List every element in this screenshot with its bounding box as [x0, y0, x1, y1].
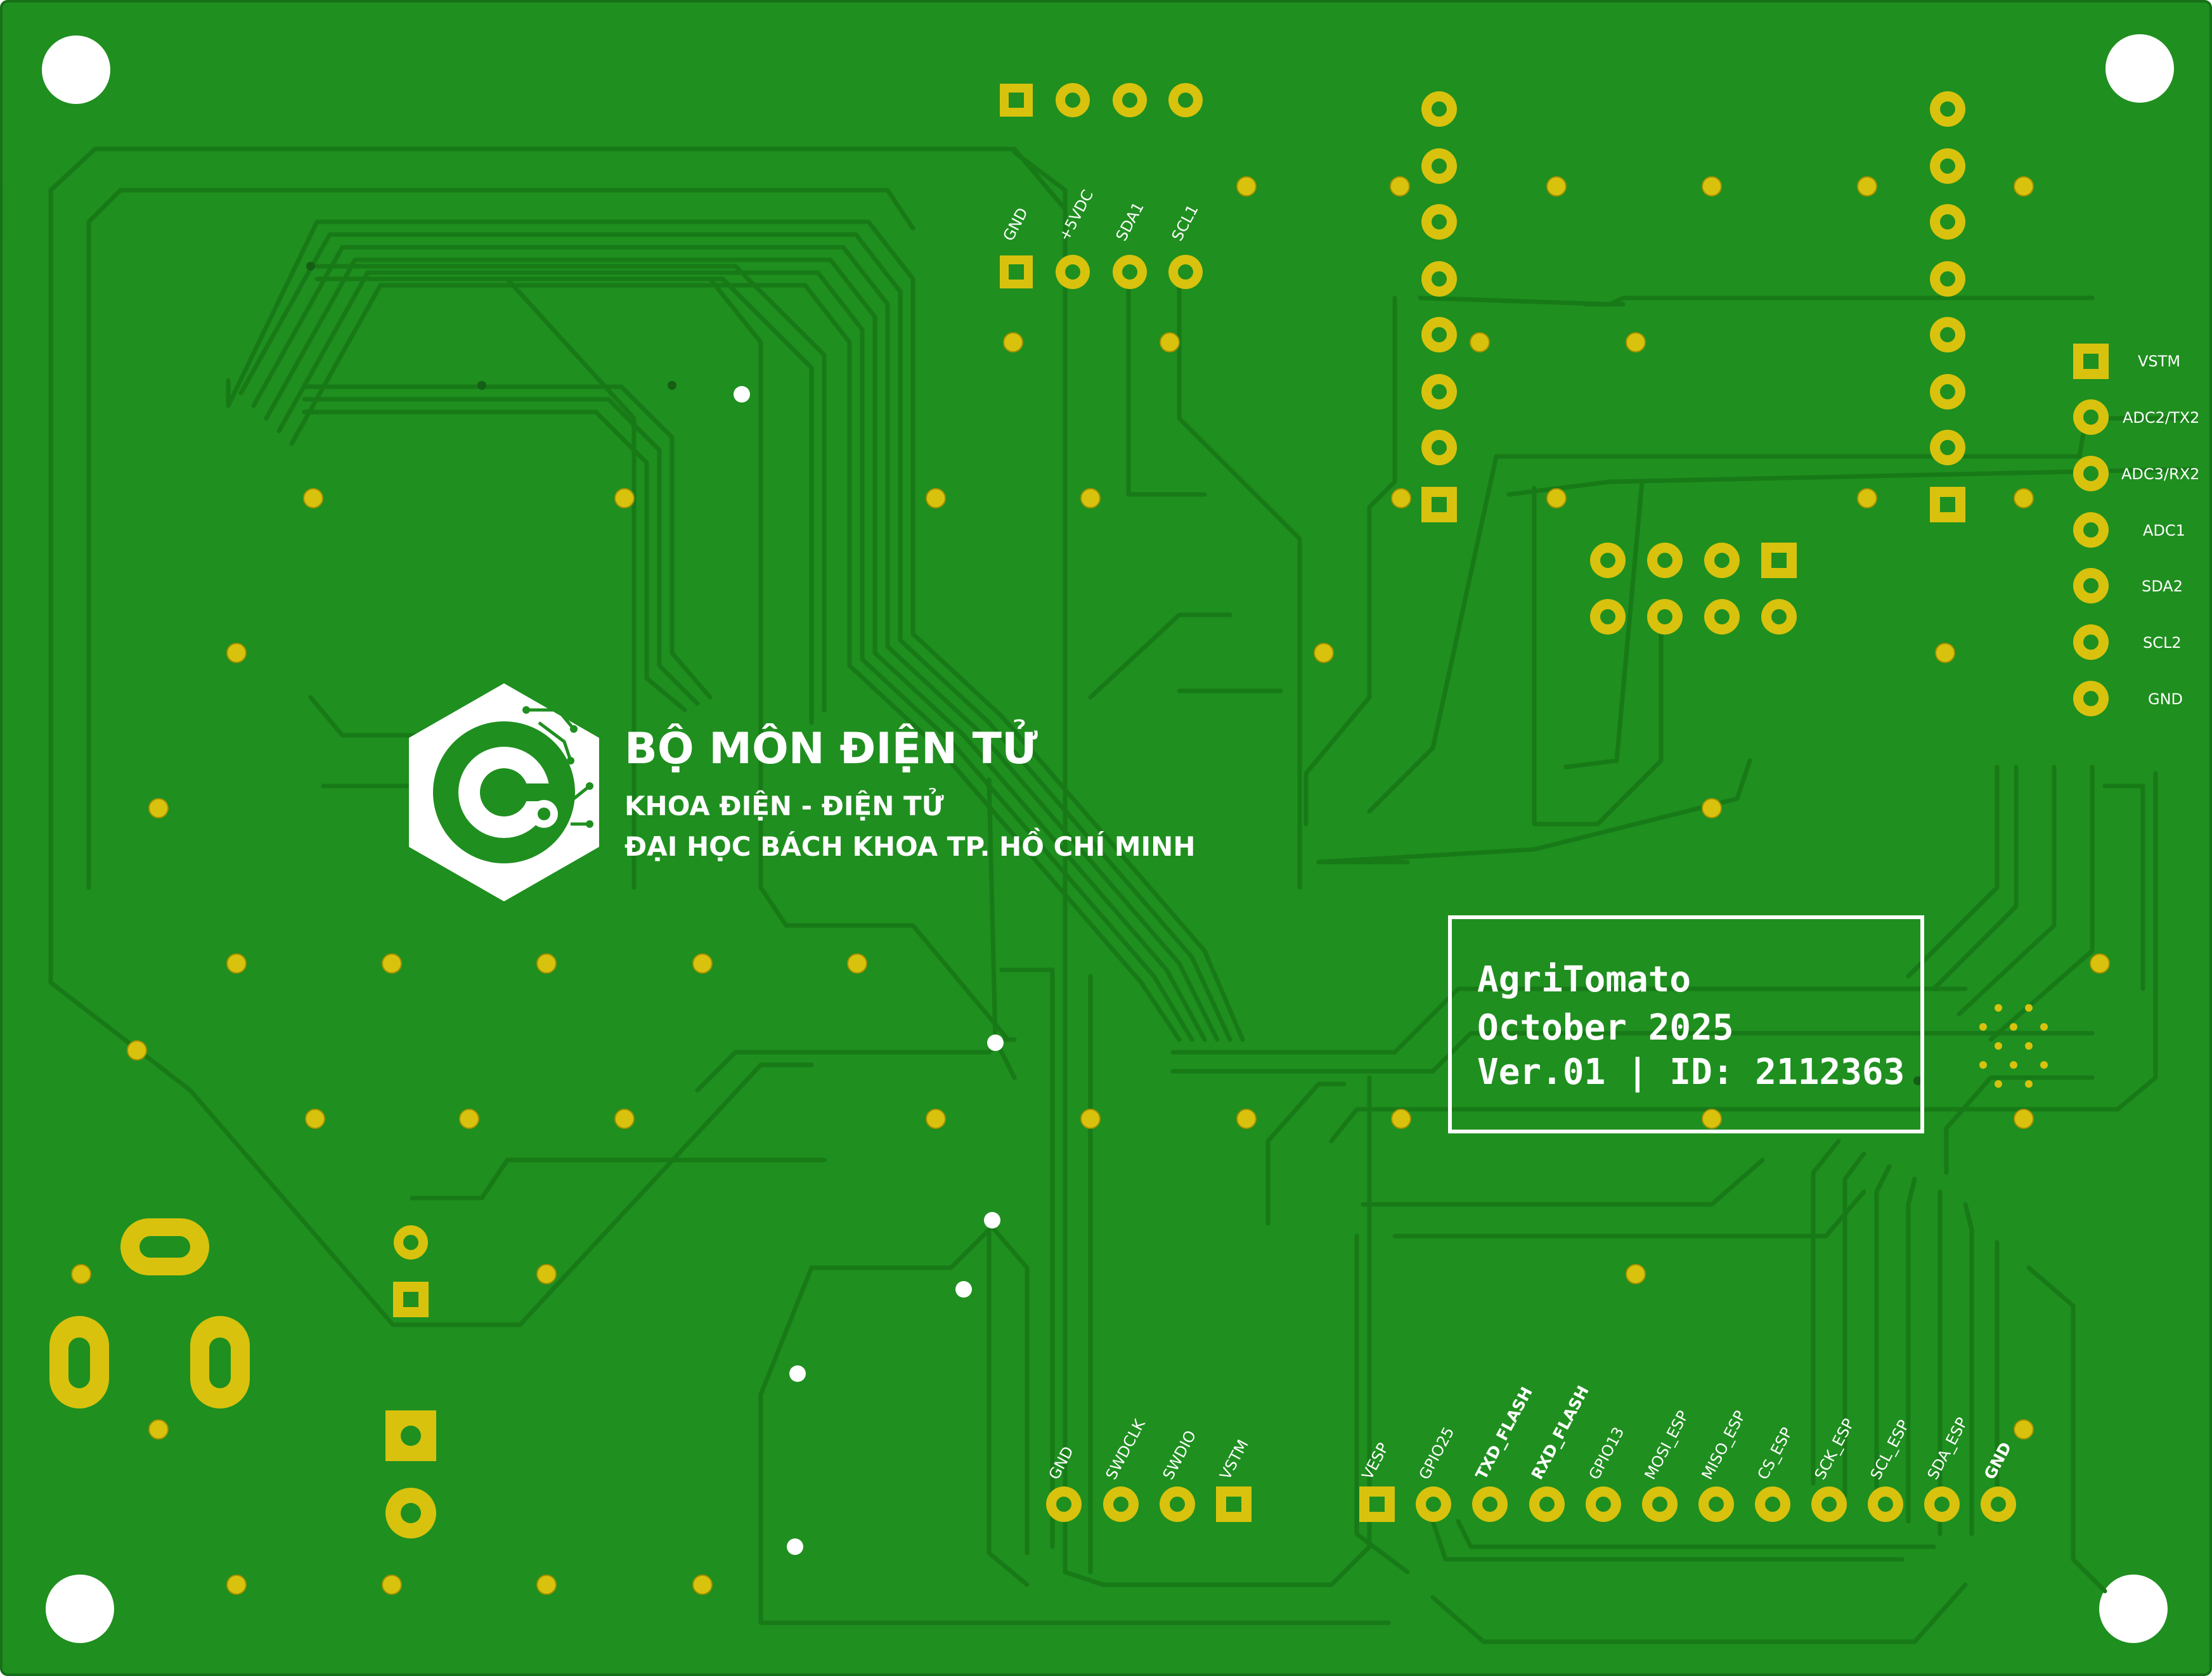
right-label-sda2: SDA2 — [2142, 577, 2183, 595]
copper-traces — [48, 146, 2196, 1644]
info-version: Ver.01 | ID: 2112363 — [1477, 1052, 1905, 1093]
university-logo-icon — [409, 683, 599, 901]
right-label-scl2: SCL2 — [2143, 634, 2182, 652]
info-project: AgriTomato — [1477, 959, 1691, 1000]
right-label-vstm: VSTM — [2138, 352, 2180, 370]
logo-line2: KHOA ĐIỆN - ĐIỆN TỬ — [624, 787, 944, 822]
connector-2pin-small — [393, 1225, 429, 1317]
info-box: AgriTomato October 2025 Ver.01 | ID: 211… — [1448, 915, 1924, 1133]
via-array — [1979, 1004, 2048, 1088]
logo-line3: ĐẠI HỌC BÁCH KHOA TP. HỒ CHÍ MINH — [624, 827, 1195, 862]
module-header-right — [1930, 91, 1965, 522]
white-vias — [734, 386, 1004, 1555]
connector-2pin-large — [385, 1410, 436, 1538]
right-label-adc2: ADC2/TX2 — [2123, 409, 2199, 427]
info-date: October 2025 — [1477, 1007, 1734, 1048]
module-header-left — [1421, 91, 1457, 522]
right-label-adc1: ADC1 — [2143, 522, 2185, 539]
logo-line1: BỘ MÔN ĐIỆN TỬ — [624, 719, 1038, 774]
mounting-holes — [42, 34, 2174, 1643]
right-header: VSTM ADC2/TX2 ADC3/RX2 ADC1 SDA2 SCL2 GN… — [2073, 344, 2199, 716]
gold-vias — [71, 176, 2110, 1595]
power-jack — [49, 1218, 250, 1408]
header-2x4 — [1590, 543, 1797, 635]
right-label-gnd: GND — [2148, 690, 2183, 708]
right-label-adc3: ADC3/RX2 — [2121, 465, 2199, 483]
